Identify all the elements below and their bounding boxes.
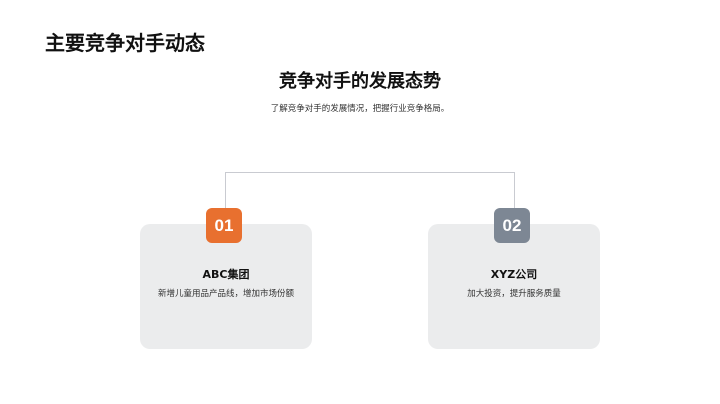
competitor-name: ABC集团 bbox=[202, 268, 250, 281]
number-badge-01: 01 bbox=[206, 208, 242, 243]
competitor-card-abc: ABC集团 新增儿童用品产品线，增加市场份额 bbox=[140, 224, 312, 349]
competitor-description: 加大投资，提升服务质量 bbox=[467, 289, 561, 299]
connector-line bbox=[225, 172, 515, 210]
number-badge-02: 02 bbox=[494, 208, 530, 243]
competitor-description: 新增儿童用品产品线，增加市场份额 bbox=[158, 289, 295, 299]
competitor-name: XYZ公司 bbox=[490, 268, 538, 281]
page-title: 主要竞争对手动态 bbox=[45, 31, 205, 55]
section-heading: 竞争对手的发展态势 bbox=[279, 71, 441, 92]
competitor-card-xyz: XYZ公司 加大投资，提升服务质量 bbox=[428, 224, 600, 349]
section-description: 了解竞争对手的发展情况，把握行业竞争格局。 bbox=[270, 104, 450, 114]
